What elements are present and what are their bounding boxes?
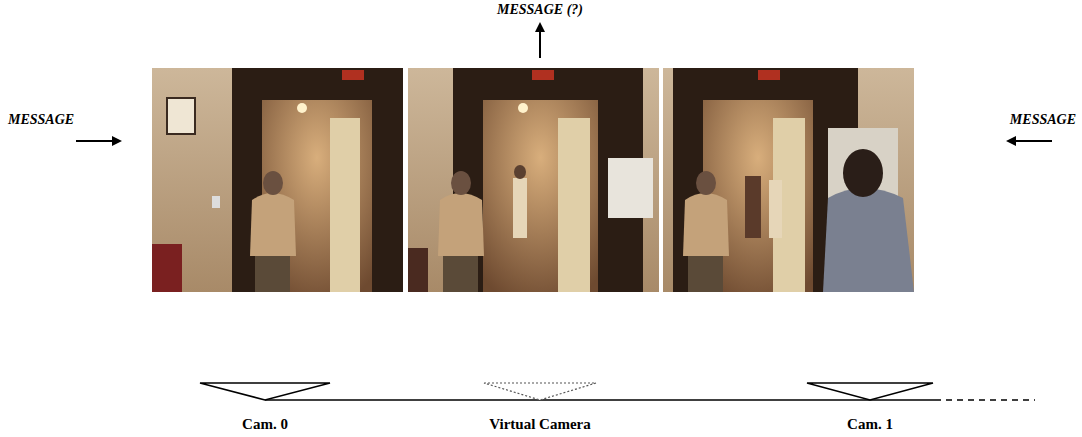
wall (152, 68, 403, 292)
message-arrow (1008, 140, 1052, 142)
doorway (483, 100, 598, 292)
camera-symbol (198, 382, 332, 404)
camera-node: Cam. 0 (198, 382, 332, 437)
camera-symbol (805, 382, 935, 404)
baseline (265, 399, 332, 401)
person-inside (745, 176, 761, 238)
camera-photo (663, 68, 914, 292)
camera-label: Virtual Camera (489, 416, 591, 433)
bin (408, 248, 428, 292)
door-frame (232, 68, 403, 292)
camera-node: Virtual Camera (482, 382, 598, 437)
person-inside (769, 180, 782, 238)
glass-door (330, 118, 360, 292)
camera-triangle (807, 383, 933, 400)
exit-sign (342, 70, 364, 80)
jacket (250, 193, 296, 256)
certificate (167, 98, 195, 134)
ceiling-light (297, 103, 307, 113)
camera-symbol (482, 382, 598, 404)
wall (663, 68, 914, 292)
head (514, 165, 526, 179)
camera-node: Cam. 1 (805, 382, 935, 437)
trousers (443, 254, 478, 292)
posters (608, 158, 653, 218)
person-inside (513, 178, 527, 238)
baseline (870, 399, 935, 401)
exit-sign (532, 70, 554, 80)
shirt (823, 188, 914, 292)
message-arrow (539, 24, 541, 58)
ceiling-light (518, 103, 528, 113)
camera-triangle (484, 383, 596, 400)
head (451, 171, 471, 195)
baseline (482, 399, 540, 401)
message-label: MESSAGE (?) (497, 2, 583, 18)
baseline-connector (598, 399, 805, 401)
trousers (688, 254, 723, 292)
camera-label: Cam. 0 (242, 416, 288, 433)
virtual-photo (408, 68, 659, 292)
exit-sign (758, 70, 780, 80)
baseline-dashed (935, 399, 1035, 401)
message-label: MESSAGE (1010, 112, 1076, 128)
head (263, 171, 283, 195)
trousers (255, 254, 290, 292)
camera-triangle (200, 383, 330, 400)
head (843, 149, 883, 197)
bin (152, 244, 182, 292)
camera-photo (152, 68, 403, 292)
wall (408, 68, 659, 292)
message-label: MESSAGE (8, 112, 74, 128)
glass-door (558, 118, 590, 292)
baseline-connector (332, 399, 482, 401)
message-arrow (76, 140, 120, 142)
baseline (805, 399, 870, 401)
jacket (683, 193, 729, 256)
jacket (438, 193, 484, 256)
switch-plate (212, 196, 220, 208)
camera-label: Cam. 1 (847, 416, 893, 433)
baseline (540, 399, 598, 401)
head (696, 171, 716, 195)
